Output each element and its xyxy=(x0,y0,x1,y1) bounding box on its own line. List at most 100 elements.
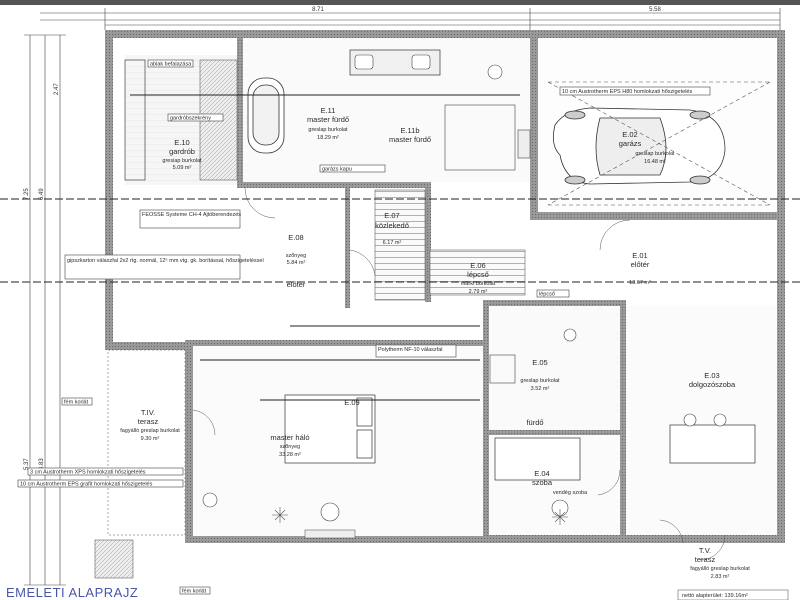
room-area-E09: 33.28 m² xyxy=(279,452,301,458)
room-name-E10: gardrób xyxy=(169,147,195,156)
bedroom-chair xyxy=(320,502,340,522)
room-name-E07: közlekedő xyxy=(375,221,409,230)
room-area-E01: 13.67 m² xyxy=(629,280,651,286)
sink-2 xyxy=(411,54,431,70)
toilet xyxy=(487,64,503,80)
room-area-E11: 18.29 m² xyxy=(317,135,339,141)
room-code-E01: E.01 xyxy=(632,251,647,260)
room-code-TIV: T.IV. xyxy=(141,408,155,417)
room-code-E10: E.10 xyxy=(174,138,189,147)
room-floor-E06: márki burkolat xyxy=(461,281,496,287)
wardrobe-cabinet xyxy=(124,59,146,181)
room-code-E04: E.04 xyxy=(534,469,549,478)
room-name-E08: előtér xyxy=(287,280,306,289)
note-fem-korlat-2: fém korlát xyxy=(182,589,207,595)
room-floor-E04: vendég szoba xyxy=(553,490,588,496)
note-fem-korlat-1: fém korlát xyxy=(64,400,89,406)
garage-door-lines xyxy=(547,81,771,206)
room-code-E11b: E.11b xyxy=(400,126,419,135)
room-labels: E.10 gardrób gresiap burkolat 5.09 m² E.… xyxy=(120,106,750,580)
room-name-TV: terasz xyxy=(695,555,716,564)
room-code-E03: E.03 xyxy=(704,371,719,380)
note-fenyo: FEOSSE Systeme CH-4 Ajtóberendezés xyxy=(142,212,241,218)
annotation-notes: ablak befalazása gardróbszekrény 10 cm A… xyxy=(17,59,711,595)
room-floor-E05: greslap burkolat xyxy=(520,378,560,384)
room-code-E05: E.05 xyxy=(532,358,547,367)
room-code-E09: E.09 xyxy=(344,398,359,407)
room-name-E06: lépcső xyxy=(467,270,489,279)
master-bed xyxy=(284,394,376,464)
study-floor xyxy=(626,306,777,535)
room-area-E07: 6.17 m² xyxy=(383,240,402,246)
note-austrotherm-eps: 10 cm Austrotherm EPS grafit homlokzati … xyxy=(20,482,153,488)
note-ablak: ablak befalazása xyxy=(150,62,192,68)
room-area-E05: 3.52 m² xyxy=(531,386,550,392)
room-area-E10: 5.09 m² xyxy=(173,165,192,171)
plant-icon xyxy=(272,507,568,525)
study-chair-2 xyxy=(713,413,727,427)
sink-1 xyxy=(354,54,374,70)
room-area-TIV: 9.30 m² xyxy=(141,436,160,442)
stairs xyxy=(429,249,526,296)
room-floor-TV: fagyálló greslap burkolat xyxy=(690,566,750,572)
top-border xyxy=(0,0,800,5)
room-name-E09: master háló xyxy=(270,433,309,442)
note-gipszkarton: gipszkarton válaszfal 2x2 rtg. normál, 1… xyxy=(67,257,264,264)
room-floor-E10: gresiap burkolat xyxy=(162,158,202,164)
guest-bed xyxy=(494,437,581,481)
room-code-E07: E.07 xyxy=(384,211,399,220)
area-summary-box xyxy=(677,589,789,600)
terrace-planter xyxy=(94,539,134,579)
room-area-E08: 5.84 m² xyxy=(287,260,306,266)
interior-walls xyxy=(193,38,626,540)
left-dimension-2: 7.25 xyxy=(24,188,30,200)
room-name-E03: dolgozószoba xyxy=(689,380,736,389)
room-floor-TIV: fagyálló greslap burkolat xyxy=(120,428,180,434)
top-dimension-1: 8.71 xyxy=(312,7,324,13)
shower-area xyxy=(444,104,516,171)
bedroom-desk xyxy=(304,529,356,539)
bedroom-chair-2 xyxy=(202,492,218,508)
room-area-E02: 16.48 m² xyxy=(644,159,666,165)
construction-lines xyxy=(0,94,800,401)
small-bath-toilet xyxy=(563,328,577,342)
room-name-E04: szoba xyxy=(532,478,553,487)
left-dimension-lines xyxy=(24,34,66,586)
terrace-floor xyxy=(107,349,186,536)
room-code-E06: E.06 xyxy=(470,261,485,270)
room-area-E06: 2.79 m² xyxy=(469,289,488,295)
bath-fixture-right xyxy=(517,129,531,159)
room-area-TV: 2.83 m² xyxy=(711,574,730,580)
top-dimension-lines xyxy=(40,8,781,30)
room-name-E02: garázs xyxy=(619,139,642,148)
note-polytherm: Polytherm NF-10 válaszfal xyxy=(378,347,443,353)
room-floor-E08: szőnyeg xyxy=(286,253,307,259)
room-code-E11: E.11 xyxy=(321,106,336,115)
top-dimension-2: 5.58 xyxy=(649,7,661,13)
room-code-E02: E.02 xyxy=(622,130,637,139)
room-name-E11: master fürdő xyxy=(307,115,349,124)
garage-car xyxy=(552,107,726,185)
note-garazs-ajto: garázs kapu xyxy=(322,167,352,173)
left-dimension-5: 4.83 xyxy=(39,458,45,470)
study-chair-1 xyxy=(683,413,697,427)
room-floor-E11: greslap burkolat xyxy=(308,127,348,133)
study-desk xyxy=(669,424,756,464)
room-name-E11b: master fürdő xyxy=(389,135,431,144)
note-lepcso: lépcső xyxy=(539,292,555,298)
area-summary: nettó alapterület: 139.16m² xyxy=(682,593,748,599)
note-austrotherm-xps: 3 cm Austrotherm XPS homlokzati hősziget… xyxy=(30,470,146,476)
room-name-E05: fürdő xyxy=(526,418,543,427)
room-code-E08: E.08 xyxy=(288,233,303,242)
door-swings xyxy=(192,187,726,561)
small-bath-floor xyxy=(489,306,620,430)
left-dimension-3: 6.49 xyxy=(39,188,45,200)
room-code-TV: T.V. xyxy=(699,546,711,555)
room-floor-E02: greslap burkolat xyxy=(635,151,675,157)
room-name-TIV: terasz xyxy=(138,417,159,426)
plan-title: EMELETI ALAPRAJZ xyxy=(6,585,138,600)
room-name-E01: előtér xyxy=(631,260,650,269)
bathtub xyxy=(247,77,285,154)
note-austrotherm-hb: 10 cm Austrotherm EPS H80 homlokzati hős… xyxy=(562,89,692,95)
room-floor-E09: szőnyeg xyxy=(280,444,301,450)
